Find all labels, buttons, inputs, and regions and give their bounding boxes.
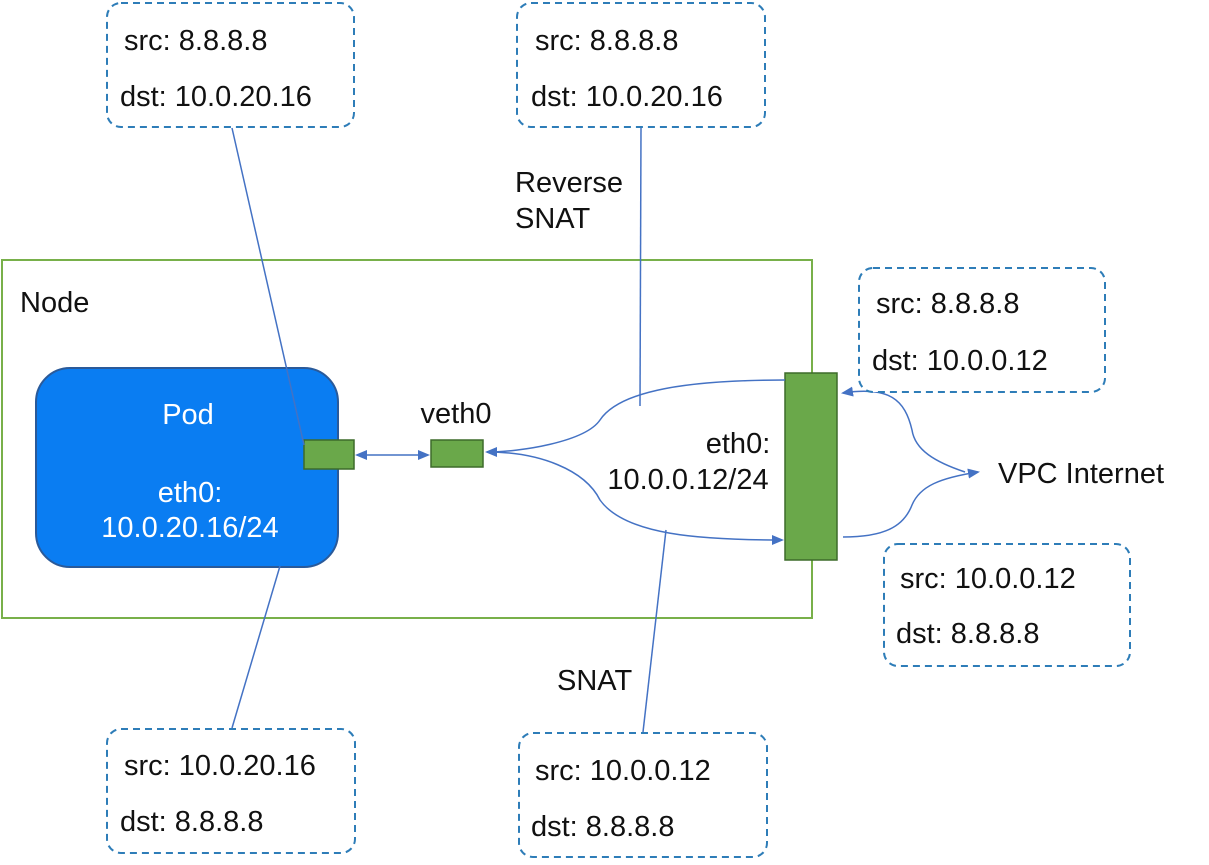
vpc-inbound-arrow bbox=[841, 386, 966, 473]
packet-src: src: 10.0.20.16 bbox=[124, 750, 316, 782]
packet-src: src: 10.0.0.12 bbox=[535, 755, 711, 787]
veth0-interface bbox=[430, 439, 484, 468]
outbound-flow-arrow bbox=[486, 451, 784, 545]
pod-eth0-ip: 10.0.20.16/24 bbox=[101, 512, 278, 544]
packet-callout-reverse-snat: src: 8.8.8.8 dst: 10.0.20.16 bbox=[516, 2, 766, 128]
snat-label: SNAT bbox=[557, 665, 632, 697]
node-eth0-label: eth0: bbox=[706, 428, 771, 460]
packet-src: src: 8.8.8.8 bbox=[535, 25, 678, 57]
vpc-outbound-arrow bbox=[842, 468, 980, 538]
packet-callout-node-inbound: src: 8.8.8.8 dst: 10.0.0.12 bbox=[858, 267, 1106, 393]
packet-dst: dst: 8.8.8.8 bbox=[120, 806, 264, 838]
veth0-label: veth0 bbox=[421, 398, 492, 430]
inbound-flow-arrow bbox=[485, 379, 786, 457]
reverse-snat-leader-line bbox=[639, 127, 642, 407]
packet-callout-pod-outbound: src: 10.0.20.16 dst: 8.8.8.8 bbox=[106, 728, 356, 854]
node-eth0-ip: 10.0.0.12/24 bbox=[607, 464, 768, 496]
vpc-internet-label: VPC Internet bbox=[998, 458, 1164, 490]
pod-title: Pod bbox=[162, 399, 214, 431]
packet-dst: dst: 8.8.8.8 bbox=[531, 811, 675, 843]
pod-inbound-leader-line bbox=[231, 127, 305, 446]
packet-src: src: 10.0.0.12 bbox=[900, 563, 1076, 595]
packet-callout-pod-inbound: src: 8.8.8.8 dst: 10.0.20.16 bbox=[106, 2, 355, 128]
packet-callout-node-outbound: src: 10.0.0.12 dst: 8.8.8.8 bbox=[883, 543, 1131, 667]
node-eth0-interface bbox=[784, 372, 838, 561]
packet-dst: dst: 8.8.8.8 bbox=[896, 618, 1040, 650]
snat-leader-line bbox=[642, 529, 667, 733]
packet-callout-snat: src: 10.0.0.12 dst: 8.8.8.8 bbox=[518, 732, 768, 858]
pod-eth0-label: eth0: bbox=[158, 477, 223, 509]
node-label: Node bbox=[20, 287, 89, 319]
packet-src: src: 8.8.8.8 bbox=[124, 25, 267, 57]
packet-dst: dst: 10.0.20.16 bbox=[120, 81, 312, 113]
packet-dst: dst: 10.0.20.16 bbox=[531, 81, 723, 113]
pod-outbound-leader-line bbox=[231, 565, 281, 729]
packet-src: src: 8.8.8.8 bbox=[876, 288, 1019, 320]
reverse-snat-label-line2: SNAT bbox=[515, 203, 590, 235]
reverse-snat-label-line1: Reverse bbox=[515, 167, 623, 199]
packet-dst: dst: 10.0.0.12 bbox=[872, 345, 1048, 377]
pod-eth0-interface bbox=[303, 439, 355, 470]
